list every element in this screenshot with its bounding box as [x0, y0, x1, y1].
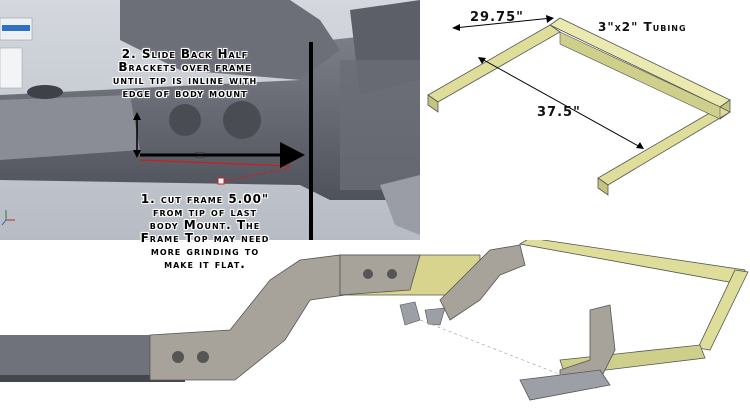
- half-bracket: [0, 95, 140, 160]
- step-1-line: Frame Top may need: [140, 231, 270, 245]
- step-1-line: make it flat.: [164, 257, 246, 271]
- tubing-size-label: 3"x2" Tubing: [598, 20, 687, 34]
- width-dimension-label: 29.75": [470, 10, 524, 25]
- frame-rail: [0, 30, 420, 200]
- step-2-line: edge of body mount: [122, 86, 248, 100]
- frame-assembly-drawing: [0, 240, 749, 401]
- rear-upper-rail: [439, 244, 526, 321]
- tubing-right-leg: [597, 106, 731, 186]
- step-1-line: from tip of last: [153, 205, 257, 219]
- mount-bracket: [399, 301, 421, 326]
- length-dimension-label: 37.5": [537, 105, 581, 120]
- cad-frame-view: 2. Slide Back Half Brackets over frame u…: [0, 0, 420, 240]
- step-1-instruction: 1. cut frame 5.00" from tip of last body…: [100, 193, 310, 232]
- body-mount: [120, 0, 340, 80]
- step-1-line: body Mount. The: [149, 218, 261, 232]
- frame-cad-drawing: [0, 0, 420, 240]
- width-dimension-line: [453, 17, 553, 29]
- step-2-line: until tip is inline with: [112, 73, 258, 87]
- length-dimension-line: [479, 57, 643, 149]
- tubing-assembly-top: [518, 240, 746, 285]
- cut-line: [139, 159, 291, 167]
- step-2-line: Brackets over frame: [118, 60, 252, 74]
- assembly-view: [0, 240, 750, 409]
- step-1-line: 1. cut frame 5.00": [140, 192, 270, 206]
- frame-hole: [223, 101, 261, 139]
- tubing-diagram: 29.75" 3"x2" Tubing 37.5": [420, 0, 750, 205]
- step-1-instruction-cont: Frame Top may need more grinding to make…: [100, 232, 310, 271]
- tubing-left-leg: [427, 24, 561, 103]
- tubing-drawing: [427, 15, 731, 196]
- step-2-line: 2. Slide Back Half: [121, 47, 249, 61]
- step-1-line: more grinding to: [150, 244, 260, 258]
- step-2-instruction: 2. Slide Back Half Brackets over frame u…: [60, 48, 310, 100]
- half-bracket-assembled: [339, 254, 421, 296]
- frame-hole: [169, 104, 201, 136]
- left-frame-rail: [0, 335, 185, 375]
